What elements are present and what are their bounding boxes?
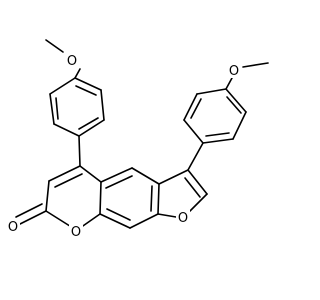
bond-pyranone-5 xyxy=(99,181,102,215)
bond-carbonyl-1 xyxy=(19,210,47,225)
bond-left-aryl-link xyxy=(78,135,81,167)
bond-left-ring-6 xyxy=(49,77,76,95)
bond-methoxy-left xyxy=(74,68,81,79)
bond-right-ring-5 xyxy=(232,111,247,140)
bond-benzo-1 xyxy=(100,167,133,183)
bond-left-ring-inner-1 xyxy=(75,85,97,96)
bond-left-ring-inner-2 xyxy=(78,117,99,130)
bond-pyranone-2 xyxy=(45,180,50,212)
atom-bg-ring-o-furan xyxy=(176,209,190,225)
bond-pyranone-1 xyxy=(48,165,81,182)
bond-right-ring-1 xyxy=(183,119,204,144)
bond-left-ring-4 xyxy=(53,123,80,137)
bond-left-ring-1 xyxy=(74,77,102,91)
atom-labels: O O O O O xyxy=(6,52,241,240)
bond-pyranone-1b xyxy=(54,173,83,188)
bond-right-ring-3 xyxy=(196,88,227,95)
atom-carbonyl-o: O xyxy=(8,220,18,235)
bond-methoxy-right xyxy=(225,77,233,90)
atom-bg-methoxy-o-left xyxy=(65,52,78,68)
bond-pyranone-6 xyxy=(79,165,102,183)
bond-furan-4 xyxy=(157,213,177,218)
bond-right-ring-2 xyxy=(183,93,198,121)
atom-bg-carbonyl-o xyxy=(6,218,20,234)
atom-ring-o-pyranone: O xyxy=(71,225,81,240)
chemical-structure: O O O O O xyxy=(6,39,269,240)
bond-right-ring-inner-2 xyxy=(226,96,242,114)
bond-right-ring-4 xyxy=(225,88,247,113)
bond-right-aryl-link xyxy=(187,142,204,171)
bond-right-ring-6 xyxy=(202,138,234,144)
atom-ring-o-furan: O xyxy=(178,211,188,226)
bond-benzo-3 xyxy=(157,183,160,215)
bond-furan-1 xyxy=(158,169,189,185)
bonds xyxy=(15,39,269,229)
atom-bg-ring-o-pyranone xyxy=(69,223,83,239)
bond-benzo-4 xyxy=(129,213,159,229)
atom-bg-methoxy-o-right xyxy=(228,62,241,78)
bond-methyl-right xyxy=(242,62,269,68)
atom-methoxy-o-right: O xyxy=(229,64,239,79)
bond-methyl-left xyxy=(45,39,64,53)
bond-benzo-5 xyxy=(99,213,131,229)
bond-left-ring-2 xyxy=(100,89,105,121)
atom-methoxy-o-left: O xyxy=(67,54,77,69)
bond-left-ring-3 xyxy=(78,119,105,137)
bond-furan-3 xyxy=(189,193,208,212)
bond-benzo-2 xyxy=(131,167,160,185)
bond-furan-2b xyxy=(184,177,201,198)
bond-carbonyl-2 xyxy=(15,203,43,218)
bond-furan-2 xyxy=(187,169,208,195)
bond-right-ring-inner-1 xyxy=(190,98,202,119)
bond-benzo-3b xyxy=(150,185,153,212)
bond-left-ring-inner-3 xyxy=(55,97,59,120)
bond-benzo-5b xyxy=(106,208,131,221)
bond-right-ring-inner-3 xyxy=(205,132,230,137)
bond-benzo-1b xyxy=(105,175,133,189)
bond-pyranone-4 xyxy=(79,213,101,229)
bond-pyranone-3 xyxy=(45,210,74,229)
bond-left-ring-5 xyxy=(49,93,55,125)
